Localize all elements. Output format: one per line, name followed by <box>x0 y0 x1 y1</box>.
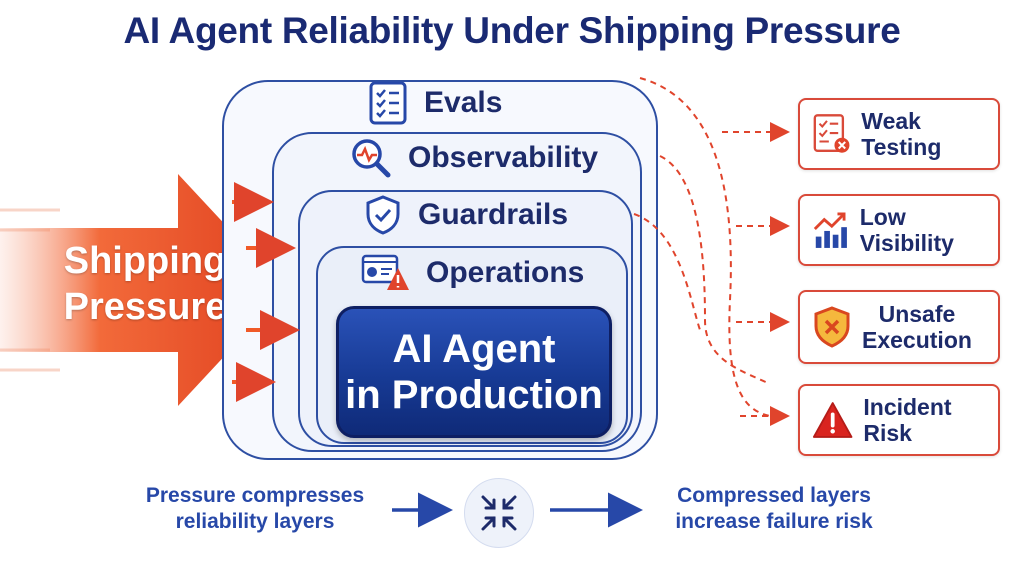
dashboard-warning-icon <box>361 254 409 290</box>
risk-incident-risk: Incident Risk <box>798 384 1000 456</box>
shipping-pressure-label: Shipping Pressure <box>63 240 227 328</box>
ai-agent-in-production: AI Agent in Production <box>336 306 612 438</box>
dashed-connector <box>659 155 771 385</box>
dashed-connector <box>639 77 771 417</box>
risk-unsafe-execution: Unsafe Execution <box>798 290 1000 364</box>
warning-triangle-icon <box>812 402 853 438</box>
checklist-x-icon <box>813 114 850 153</box>
layer-label-evals: Evals <box>368 80 502 126</box>
risk-low-visibility: Low Visibility <box>798 194 1000 266</box>
shipping-pressure-arrow <box>0 174 286 406</box>
shield-x-icon <box>814 306 850 348</box>
dashed-connector <box>633 213 701 331</box>
compress-arrows-icon <box>481 495 517 531</box>
note-pressure-compresses: Pressure compresses reliability layers <box>145 484 365 533</box>
layer-label-operations: Operations <box>360 252 584 294</box>
bar-chart-trend-icon <box>813 212 847 248</box>
magnifier-pulse-icon <box>352 139 391 178</box>
layer-label-guardrails: Guardrails <box>364 194 568 236</box>
shield-check-icon <box>366 195 400 235</box>
layer-label-observability: Observability <box>350 137 598 179</box>
checklist-icon <box>369 81 407 125</box>
note-compressed-layers: Compressed layers increase failure risk <box>675 484 873 533</box>
diagram-title: AI Agent Reliability Under Shipping Pres… <box>123 10 901 51</box>
risk-weak-testing: Weak Testing <box>798 98 1000 170</box>
compress-icon <box>464 478 534 548</box>
